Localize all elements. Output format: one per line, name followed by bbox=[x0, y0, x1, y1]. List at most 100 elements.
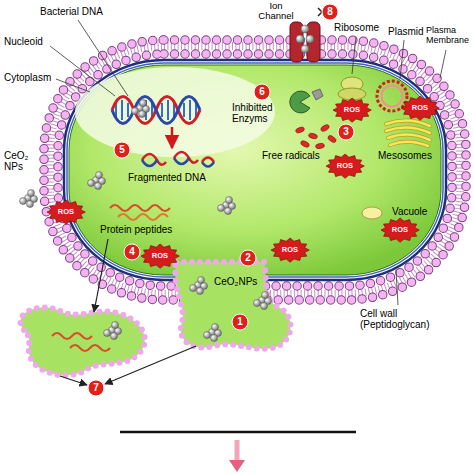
nanoparticle-cluster bbox=[204, 324, 222, 342]
radical bbox=[295, 126, 305, 134]
callout-number: 7 bbox=[88, 380, 104, 396]
down-arrow bbox=[235, 440, 240, 462]
mesosome-fold bbox=[390, 142, 428, 146]
dna-fragment bbox=[202, 162, 214, 167]
leaking-cytoplasm bbox=[175, 262, 290, 349]
part-label: Protein peptides bbox=[100, 224, 172, 235]
callout-number: 1 bbox=[232, 314, 248, 330]
ros-text: ROS bbox=[52, 205, 80, 219]
callout-number: 4 bbox=[124, 244, 140, 260]
callout-number: 1 bbox=[232, 314, 248, 330]
dna-fragment bbox=[142, 160, 157, 166]
ros-burst: ROS bbox=[386, 223, 414, 237]
callout-number: 2 bbox=[240, 250, 256, 266]
ros-burst: ROS bbox=[331, 159, 359, 173]
part-label: Plasma Membrane bbox=[426, 26, 470, 46]
nanoparticle-cluster bbox=[20, 190, 38, 208]
protein-peptide bbox=[52, 333, 92, 339]
nanoparticle-cluster bbox=[218, 197, 236, 215]
lipid-heads-outline bbox=[44, 40, 466, 300]
mesosome-fold bbox=[386, 120, 430, 126]
protein-peptide bbox=[110, 205, 170, 211]
nanoparticle-cluster bbox=[104, 322, 122, 340]
enzyme-symbol bbox=[290, 91, 310, 113]
fragmented-dna bbox=[142, 152, 214, 167]
nanoparticle bbox=[296, 35, 304, 43]
callout-number: 6 bbox=[254, 84, 270, 100]
mesosome-fold bbox=[386, 127, 430, 133]
callout-circle bbox=[254, 84, 270, 100]
free-radicals bbox=[295, 124, 337, 150]
nanoparticle bbox=[301, 25, 309, 33]
ros-text: ROS bbox=[331, 159, 359, 173]
fragmentation-arrow bbox=[171, 127, 174, 148]
ros-starburst bbox=[271, 238, 309, 262]
dna-helix bbox=[112, 97, 200, 124]
leader-lines bbox=[50, 20, 446, 305]
part-label: Plasmid bbox=[388, 26, 424, 37]
part-label: Cytoplasm bbox=[4, 72, 51, 83]
dna-strand bbox=[112, 97, 200, 124]
callout-number: 3 bbox=[338, 124, 354, 140]
part-label: Nucleoid bbox=[4, 36, 43, 47]
callout-number: 7 bbox=[88, 380, 104, 396]
callout-number: 8 bbox=[322, 4, 338, 20]
lipid-heads-outline bbox=[58, 54, 452, 286]
nanoparticle bbox=[306, 35, 314, 43]
part-label: Ion Channel bbox=[254, 1, 298, 22]
callout-number: 5 bbox=[114, 142, 130, 158]
part-label: Cell wall (Peptidoglycan) bbox=[360, 308, 444, 330]
part-label: Ribosome bbox=[334, 22, 379, 33]
mesosome-symbol bbox=[386, 120, 430, 146]
ros-text: ROS bbox=[406, 101, 434, 115]
radical bbox=[320, 124, 330, 133]
callout-circle bbox=[232, 314, 248, 330]
vacuole-symbol bbox=[362, 207, 382, 219]
divider-line bbox=[120, 431, 356, 434]
callout-circle bbox=[240, 250, 256, 266]
leader-line bbox=[352, 37, 356, 74]
leader-line bbox=[396, 270, 398, 305]
callout-circle bbox=[338, 124, 354, 140]
cytoplasm bbox=[69, 65, 441, 275]
protein-peptide bbox=[118, 214, 168, 220]
callout-number: 5 bbox=[114, 142, 130, 158]
mesosome-fold bbox=[386, 127, 430, 133]
ros-starburst bbox=[326, 154, 364, 178]
callout-number: 2 bbox=[240, 250, 256, 266]
dna-strand bbox=[112, 97, 200, 124]
callout-number: 8 bbox=[322, 4, 338, 20]
nanoparticle bbox=[301, 45, 309, 53]
ion-channel bbox=[290, 8, 326, 62]
ros-burst: ROS bbox=[406, 101, 434, 115]
mesosome-fold bbox=[390, 142, 428, 146]
radical bbox=[315, 143, 325, 149]
part-label: Vacuole bbox=[392, 206, 427, 217]
leader-line bbox=[56, 79, 90, 92]
ros-burst: ROS bbox=[338, 103, 366, 117]
leak-arrow bbox=[94, 239, 108, 312]
ros-burst: ROS bbox=[276, 243, 304, 257]
lipid-heads bbox=[44, 40, 466, 300]
callout-circle bbox=[114, 142, 130, 158]
enzyme-symbol bbox=[312, 89, 323, 100]
down-arrow-head bbox=[229, 460, 245, 472]
callout-number: 4 bbox=[124, 244, 140, 260]
ros-starburst bbox=[401, 96, 439, 120]
ros-text: ROS bbox=[338, 103, 366, 117]
lipid-heads bbox=[58, 54, 452, 286]
leaking-cytoplasm bbox=[20, 307, 144, 375]
mesosome-fold bbox=[388, 134, 430, 140]
part-label: Inhibitted Enzyms bbox=[232, 102, 292, 124]
ros-burst: ROS bbox=[146, 249, 174, 263]
plasmid-symbol bbox=[377, 81, 407, 111]
ros-text: ROS bbox=[276, 243, 304, 257]
callout-circle bbox=[88, 380, 104, 396]
outcome-arrow bbox=[60, 376, 87, 385]
leader-line bbox=[50, 46, 115, 96]
lipid-tails bbox=[50, 46, 460, 294]
callout-circle bbox=[124, 244, 140, 260]
part-label: CeO₂NPs bbox=[214, 276, 257, 287]
leader-line bbox=[400, 40, 404, 79]
part-label: CeO₂ NPs bbox=[4, 150, 38, 172]
